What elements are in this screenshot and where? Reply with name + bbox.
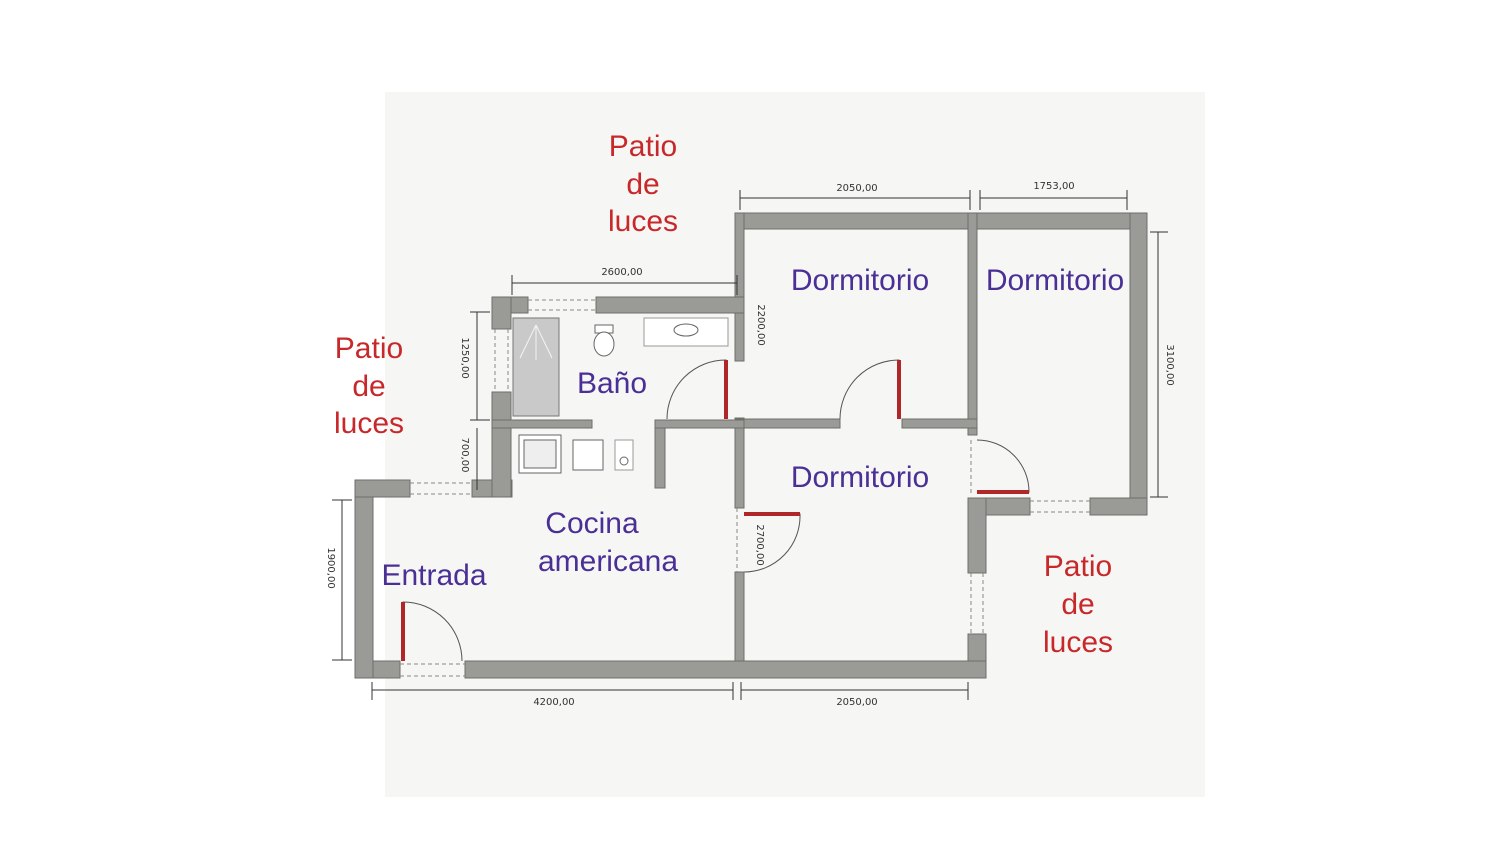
patio-top-line3: luces (608, 205, 678, 238)
wall-bath-bottom (491, 419, 593, 429)
dim-bottom-left: 4200,00 (533, 697, 574, 708)
appliance-icon (614, 439, 634, 471)
wall-bedroom-left-lower (734, 417, 745, 509)
dim-right-height: 3100,00 (1164, 344, 1175, 385)
windows (400, 299, 1090, 677)
room-dormitorio-1: Dormitorio (791, 264, 929, 297)
door-bedroom-2 (976, 439, 1030, 493)
dim-bottom-right: 2050,00 (836, 697, 877, 708)
door-entrance (402, 601, 463, 662)
patio-right-line3: luces (1043, 626, 1113, 659)
door-bedroom-3 (743, 513, 801, 573)
room-cocina-line2: americana (538, 545, 678, 578)
wall-bath-top (595, 296, 745, 314)
patio-top-line2: de (626, 168, 659, 201)
patio-right-line2: de (1061, 588, 1094, 621)
dim-kitchen-niche: 700,00 (459, 438, 470, 473)
room-bano: Baño (577, 367, 647, 400)
wall-bath-left (491, 296, 512, 330)
patio-left-line1: Patio (335, 332, 403, 365)
wall-right-outer (1129, 212, 1148, 516)
dim-bathroom-width: 2600,00 (601, 267, 642, 278)
wall-bath-bottom-r (654, 419, 745, 429)
door-bedroom-1 (839, 359, 900, 420)
patio-left-line3: luces (334, 407, 404, 440)
dim-top-bedroom-2: 1753,00 (1033, 181, 1074, 192)
fixtures (512, 317, 729, 474)
doors (401, 359, 1030, 662)
dimension-lines (332, 190, 1168, 700)
dim-entrance-height: 1900,00 (325, 547, 336, 588)
door-bathroom (666, 359, 727, 420)
patio-left-line2: de (352, 370, 385, 403)
room-entrada: Entrada (381, 559, 486, 592)
patio-top-line1: Patio (609, 130, 677, 163)
wall-lower-right-a (967, 497, 987, 574)
wall-entrance-top (354, 479, 411, 498)
wall-top-bedrooms (734, 212, 1148, 230)
patio-right-line1: Patio (1044, 550, 1112, 583)
wall-entrance-left (354, 479, 374, 679)
patio-label-top: Patio de luces (608, 130, 678, 238)
wall-bedroom-mid-right (901, 418, 978, 429)
room-cocina-line1: Cocina (545, 507, 639, 540)
wall-bedroom-left (734, 212, 745, 362)
patio-label-right: Patio de luces (1043, 550, 1113, 659)
wall-kitchen-niche (491, 419, 512, 498)
wall-bottom-main (464, 660, 987, 679)
dim-top-bedroom-1: 2050,00 (836, 183, 877, 194)
dim-bathroom-height: 1250,00 (459, 337, 470, 378)
room-dormitorio-2: Dormitorio (986, 264, 1124, 297)
walls (354, 212, 1148, 679)
dim-door-bedroom-3: 2700,00 (754, 524, 765, 565)
wall-bedroom-divider (967, 212, 978, 436)
dim-bedroom-height: 2200,00 (755, 304, 766, 345)
wall-kitchen-stub (654, 427, 666, 489)
patio-label-left: Patio de luces (334, 332, 404, 440)
stove-icon (572, 439, 604, 471)
wall-right-bedroom-bottom (1089, 497, 1148, 516)
wall-bedroom-mid (734, 418, 841, 429)
room-dormitorio-3: Dormitorio (791, 461, 929, 494)
